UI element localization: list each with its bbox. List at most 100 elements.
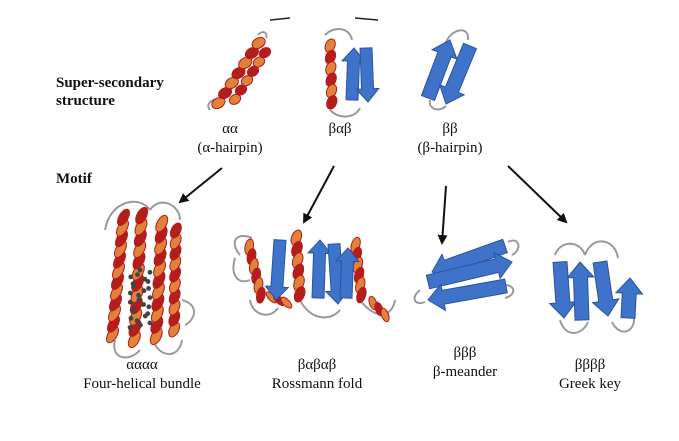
- helix-turn: [280, 296, 293, 309]
- helix-turn: [218, 86, 233, 100]
- beta-meander-label: βββ β-meander: [420, 344, 510, 382]
- helix-turn: [117, 208, 130, 226]
- helix-turn: [211, 96, 226, 110]
- beta-alpha-beta-label: βαβ: [305, 120, 375, 139]
- beta-hairpin-graphic: [420, 29, 478, 111]
- top-fragment: [269, 17, 379, 21]
- label-symbol: βββ: [453, 345, 477, 361]
- helix-turn: [251, 36, 266, 50]
- helix-turn: [238, 56, 253, 70]
- ligand-atom: [141, 288, 147, 294]
- ligand-atom: [142, 313, 148, 319]
- motif-heading: Motif: [56, 171, 92, 187]
- super-secondary-heading: Super-secondary structure: [56, 75, 164, 109]
- arrow-bb-to-bbb: [437, 185, 448, 245]
- helix-turn: [324, 38, 336, 53]
- ligand-atom: [138, 322, 143, 328]
- coil: [554, 240, 636, 334]
- arrow-bab-to-babab: [303, 165, 335, 224]
- helix-turn: [356, 286, 367, 304]
- ligand-atom: [127, 325, 133, 330]
- helix-turn: [135, 206, 149, 225]
- arrow-aa-to-aaaa: [178, 167, 223, 204]
- greek-key-label: ββββ Greek key: [545, 356, 635, 394]
- label-symbol: αααα: [126, 357, 158, 373]
- label-symbol: ββββ: [574, 357, 606, 373]
- helix-turn: [244, 46, 259, 60]
- alpha-hairpin-graphic: [207, 31, 272, 111]
- label-name: β-meander: [432, 363, 498, 380]
- helix-turn: [246, 65, 260, 77]
- arrow-bb-to-bbbb: [507, 165, 568, 224]
- label-symbol: αα: [222, 121, 238, 137]
- ligand-atom: [127, 290, 133, 296]
- ligand-atom: [137, 267, 143, 273]
- ligand-atom: [136, 292, 141, 298]
- ligand-atom: [147, 269, 153, 275]
- helix-turn: [228, 93, 242, 105]
- ligand-atom: [127, 299, 133, 305]
- ligand-atom: [146, 286, 151, 291]
- ligand-atom: [134, 318, 140, 323]
- ligand-atom: [135, 272, 140, 277]
- helix-turn: [240, 75, 254, 87]
- ligand-atom: [141, 302, 146, 307]
- helix-turn: [169, 222, 182, 239]
- beta-hairpin-label: ββ (β-hairpin): [405, 120, 495, 158]
- ligand-atom: [128, 274, 134, 280]
- beta-strand: [591, 260, 620, 317]
- helix-turn: [380, 307, 390, 323]
- label-name: (β-hairpin): [417, 139, 483, 156]
- ligand-atom: [131, 283, 137, 289]
- label-name: (α-hairpin): [197, 139, 263, 156]
- beta-strand: [427, 278, 508, 312]
- helix-turn: [293, 286, 306, 303]
- beta-strand: [438, 42, 478, 105]
- beta-strand: [614, 277, 644, 319]
- ligand-atom: [146, 304, 152, 310]
- helix-turn: [231, 66, 246, 80]
- four-helical-bundle-graphic: [104, 200, 195, 359]
- rossmann-fold-label: βαβαβ Rossmann fold: [262, 356, 372, 394]
- helix-turn: [324, 49, 337, 65]
- helix-turn: [325, 83, 338, 99]
- beta-strand: [264, 239, 290, 301]
- beta-strand: [355, 47, 380, 103]
- beta-alpha-beta-graphic: [324, 28, 380, 118]
- four-helical-bundle-label: αααα Four-helical bundle: [72, 356, 212, 394]
- coil: [232, 235, 396, 319]
- beta-strand: [548, 260, 578, 319]
- coil: [428, 29, 470, 111]
- helix-turn: [325, 61, 337, 76]
- rossmann-fold-graphic: [232, 229, 396, 323]
- beta-strand: [307, 239, 333, 299]
- label-name: Rossmann fold: [271, 375, 363, 392]
- ligand-atom: [136, 297, 142, 303]
- helix-turn: [255, 286, 266, 304]
- coil: [324, 28, 361, 118]
- helix-turn: [224, 76, 239, 90]
- helix-turn: [258, 47, 272, 59]
- label-symbol: ββ: [442, 121, 458, 137]
- ligand-atom: [147, 320, 153, 326]
- beta-strand: [425, 251, 513, 290]
- helix-turn: [252, 56, 266, 68]
- helix-turn: [325, 72, 337, 87]
- label-name: Four-helical bundle: [83, 375, 201, 392]
- ligand-atom: [145, 279, 151, 284]
- helix-turn: [234, 84, 248, 96]
- ligand-atom: [147, 295, 153, 300]
- ligand-atom: [130, 309, 136, 314]
- label-name: Greek key: [558, 375, 622, 392]
- beta-meander-graphic: [413, 238, 520, 312]
- label-symbol: βαβαβ: [297, 357, 337, 373]
- helix-turn: [326, 95, 338, 110]
- coil: [413, 239, 520, 304]
- greek-key-graphic: [548, 240, 644, 334]
- helix-turn: [155, 214, 169, 233]
- coil: [104, 200, 195, 359]
- beta-strand: [420, 39, 458, 102]
- ligand-atom: [128, 315, 134, 321]
- label-symbol: βαβ: [328, 121, 352, 137]
